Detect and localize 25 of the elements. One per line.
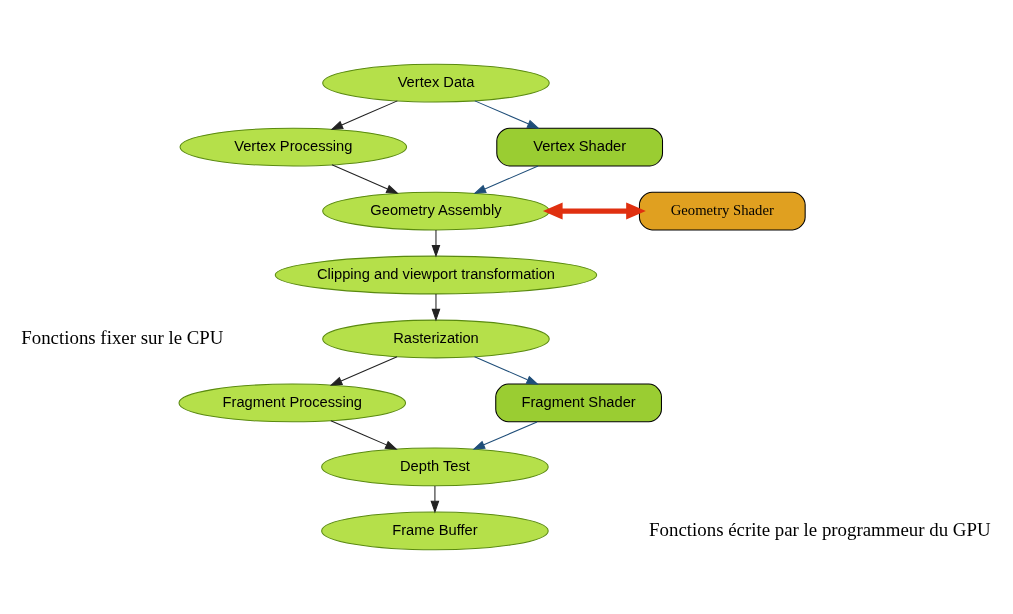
arrow [330, 100, 398, 130]
arrow [542, 202, 646, 220]
node-box: Vertex Shader [496, 127, 664, 167]
node-ellipse: Clipping and viewport transformation [274, 255, 598, 295]
node-ellipse: Depth Test [321, 447, 549, 487]
node-box: Geometry Shader [638, 191, 806, 231]
arrow [472, 421, 538, 450]
arrow [473, 165, 539, 194]
arrow [431, 293, 441, 322]
node-ellipse: Geometry Assembly [322, 191, 550, 231]
arrow [430, 485, 440, 514]
node-box: Fragment Shader [495, 383, 662, 423]
node-ellipse: Rasterization [322, 319, 550, 359]
arrow [330, 420, 398, 450]
arrow [431, 229, 441, 258]
node-ellipse: Vertex Data [322, 63, 550, 103]
node-ellipse: Vertex Processing [179, 127, 408, 167]
label: Fonctions écrite par le programmeur du GPU [649, 518, 991, 540]
node-ellipse: Fragment Processing [178, 383, 407, 423]
arrow [329, 356, 398, 386]
label: Fonctions fixer sur le CPU [21, 326, 224, 348]
node-ellipse: Frame Buffer [321, 511, 549, 551]
arrow [474, 100, 540, 129]
arrow [331, 164, 399, 194]
arrow [474, 356, 539, 385]
